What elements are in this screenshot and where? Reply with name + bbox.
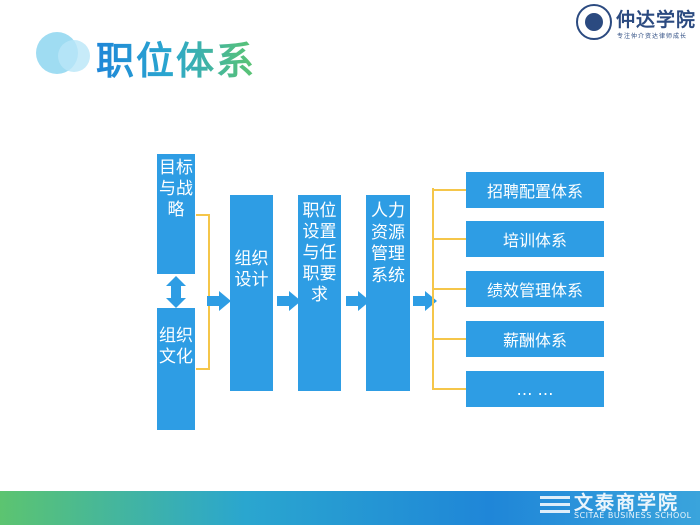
hr-system-box: 人力资源管理系统 <box>366 195 410 391</box>
hr-system-label: 人力资源管理系统 <box>371 201 405 286</box>
subsystem-training: 培训体系 <box>466 221 604 257</box>
logo-name: 仲达学院 <box>616 9 697 31</box>
decor-circle-small <box>58 40 90 72</box>
subsystem-more: … … <box>466 371 604 407</box>
connector-tick <box>432 189 466 191</box>
footer-bar <box>0 491 700 525</box>
footer-brand-en: SCITAE BUSINESS SCHOOL <box>574 511 692 520</box>
seal-icon <box>576 4 612 40</box>
title-decoration <box>36 30 96 80</box>
org-design-box: 组织设计 <box>230 195 273 391</box>
bidirectional-arrow-icon <box>166 276 186 308</box>
goal-strategy-box: 目标与战略 <box>157 154 195 274</box>
subsystem-label: 培训体系 <box>502 231 567 250</box>
goal-strategy-label: 目标与战略 <box>159 158 193 220</box>
org-culture-box: 组织文化 <box>157 308 195 430</box>
org-design-label: 组织设计 <box>234 249 269 290</box>
subsystem-label: 招聘配置体系 <box>486 182 583 201</box>
page-title: 职位体系 <box>96 30 256 85</box>
arrow-right-icon <box>207 291 231 311</box>
left-connector-bracket <box>196 214 210 370</box>
position-label: 职位设置与任职要求 <box>302 201 337 305</box>
connector-tick <box>432 238 466 240</box>
arrow-right-icon <box>413 291 437 311</box>
subsystem-label: … … <box>516 379 554 399</box>
logo: 仲达学院 专注仲介资达律师成长 <box>576 4 698 46</box>
logo-slogan: 专注仲介资达律师成长 <box>617 33 688 40</box>
position-box: 职位设置与任职要求 <box>298 195 341 391</box>
subsystem-label: 薪酬体系 <box>502 331 567 350</box>
connector-tick <box>432 338 466 340</box>
footer-brand: 文泰商学院 <box>574 492 680 514</box>
subsystem-recruitment: 招聘配置体系 <box>466 172 604 208</box>
subsystem-performance: 绩效管理体系 <box>466 271 604 307</box>
connector-tick <box>432 388 466 390</box>
books-icon <box>540 492 570 522</box>
subsystem-compensation: 薪酬体系 <box>466 321 604 357</box>
connector-tick <box>432 288 466 290</box>
org-culture-label: 组织文化 <box>159 326 193 367</box>
subsystem-label: 绩效管理体系 <box>486 281 583 300</box>
